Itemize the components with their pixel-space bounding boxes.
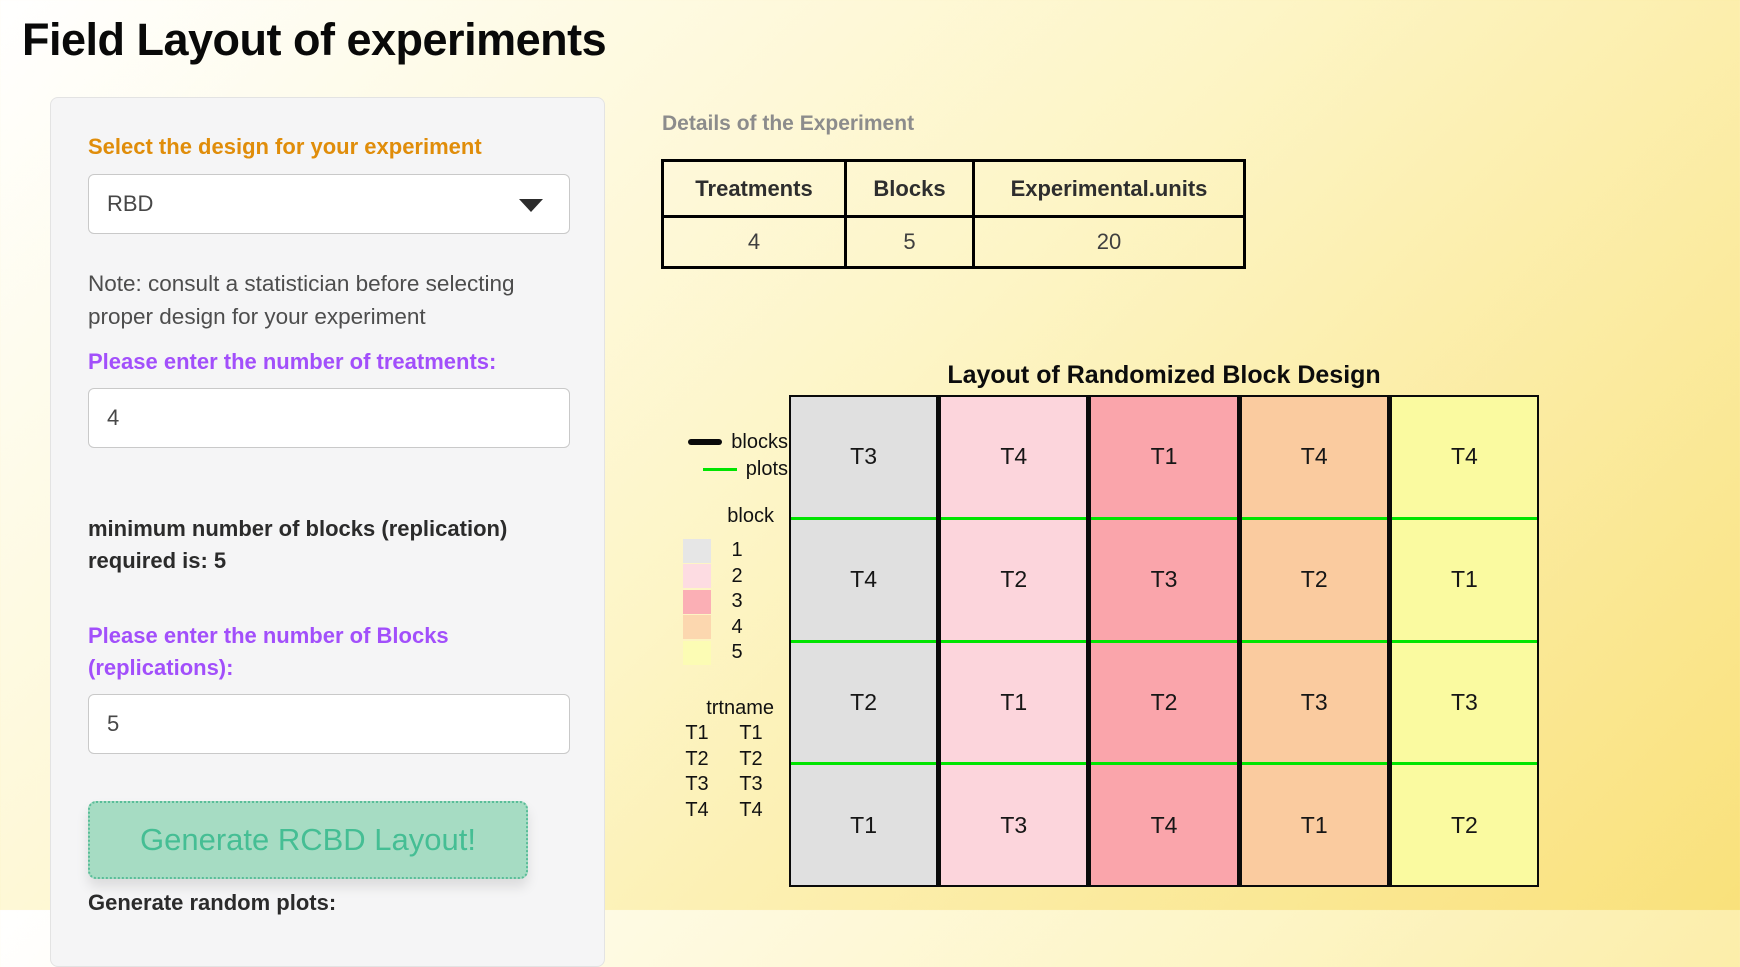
legend-trt-item: T2 T2 [674, 748, 774, 771]
legend-block-item: 5 [683, 640, 763, 665]
trt-name: T3 [739, 773, 763, 795]
trt-name: T4 [739, 798, 763, 821]
legend-trt-item: T3 T3 [674, 773, 774, 796]
legend-trt-item: T4 T4 [674, 799, 774, 822]
details-table-cell: 20 [972, 215, 1246, 269]
details-table-cell: 5 [844, 215, 975, 269]
design-select-value: RBD [107, 191, 154, 216]
legend-block-title: block [727, 505, 774, 527]
grid-plot-cell: T4 [1091, 762, 1237, 885]
block-number: 2 [731, 564, 743, 587]
generate-rcbd-button[interactable]: Generate RCBD Layout! [88, 801, 528, 879]
design-note: Note: consult a statistician before sele… [88, 271, 515, 329]
legend-blocks-label: blocks [731, 430, 788, 453]
details-table-header: Experimental.units [972, 159, 1246, 218]
treatments-input[interactable]: 4 [88, 388, 570, 448]
grid-plot-cell: T2 [791, 639, 937, 763]
grid-plot-cell: T1 [1391, 516, 1538, 640]
grid-plot-cell: T1 [1150, 443, 1178, 470]
block-number: 1 [731, 539, 743, 561]
grid-plot-cell: T4 [1000, 443, 1028, 470]
trt-code: T3 [685, 773, 709, 795]
details-heading: Details of the Experiment [662, 112, 915, 135]
design-select-label: Select the design for your experiment [88, 134, 482, 159]
chevron-down-icon [519, 199, 543, 212]
rcbd-layout-plot: Layout of Randomized Block Design blocks… [660, 355, 1610, 905]
plot-line-icon [702, 467, 737, 471]
block-number: 4 [731, 615, 743, 638]
grid-plot-cell: T1 [1241, 762, 1387, 885]
grid-plot-cell: T4 [791, 516, 937, 640]
details-table-header: Blocks [844, 159, 975, 218]
legend-plots: plots [660, 458, 788, 480]
random-plots-label: Generate random plots: [88, 890, 337, 915]
legend-trt-item: T1 T1 [674, 722, 774, 745]
legend-plots-label: plots [745, 457, 788, 480]
block-color-swatch [683, 564, 711, 588]
grid-plot-cell: T3 [1241, 639, 1387, 763]
page-title: Field Layout of experiments [22, 14, 607, 65]
grid-plot-cell: T1 [941, 639, 1087, 763]
legend-block-item: 4 [683, 615, 763, 640]
chart-title: Layout of Randomized Block Design [947, 361, 1381, 389]
grid-plot-cell: T2 [941, 516, 1087, 640]
grid-plot-cell: T3 [1391, 639, 1538, 763]
grid-plot-cell: T3 [941, 762, 1087, 885]
block-color-swatch [683, 615, 711, 639]
grid-plot-cell: T2 [1091, 639, 1237, 763]
design-select[interactable]: RBD [88, 174, 570, 234]
trt-code: T2 [685, 747, 709, 770]
grid-plot-cell: T3 [850, 443, 878, 470]
legend-block-item: 2 [683, 564, 763, 589]
block-color-swatch [683, 640, 711, 665]
trt-code: T1 [685, 722, 709, 744]
details-table-cell: 4 [661, 215, 847, 269]
trt-name: T2 [739, 747, 763, 770]
grid-plot-cell: T3 [1091, 516, 1237, 640]
legend-block-item: 1 [683, 538, 763, 563]
block-number: 3 [731, 590, 743, 612]
legend-blocks: blocks [660, 431, 788, 453]
grid-plot-cell: T1 [791, 762, 937, 885]
treatments-label: Please enter the number of treatments: [88, 349, 497, 374]
details-table-header: Treatments [661, 159, 847, 218]
trt-name: T1 [739, 722, 763, 744]
legend-block-item: 3 [683, 589, 763, 614]
grid-plot-cell: T2 [1391, 762, 1538, 885]
min-blocks-text: minimum number of blocks (replication) r… [88, 516, 508, 573]
blocks-label: Please enter the number of Blocks (repli… [88, 623, 449, 680]
sidebar-panel: Select the design for your experiment RB… [50, 97, 605, 967]
block-color-swatch [683, 589, 711, 614]
block-line-icon [688, 439, 723, 445]
blocks-input[interactable]: 5 [88, 694, 570, 754]
grid-plot-cell: T2 [1241, 516, 1387, 640]
grid-plot-cell: T4 [1300, 443, 1328, 470]
block-number: 5 [731, 641, 743, 663]
block-color-swatch [683, 538, 711, 563]
trt-code: T4 [685, 798, 709, 821]
legend-trtname-title: trtname [706, 697, 774, 719]
grid-plot-cell: T4 [1450, 443, 1478, 470]
